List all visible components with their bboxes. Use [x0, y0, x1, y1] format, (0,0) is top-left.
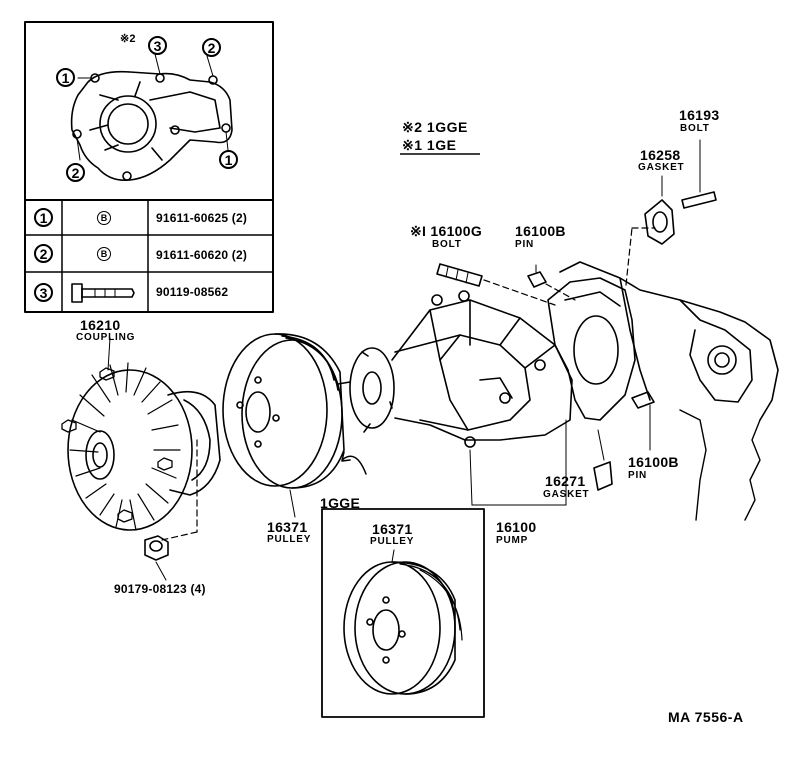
pulley-main-name: PULLEY	[267, 534, 312, 545]
alt-pulley-box	[321, 508, 485, 718]
stud-bolt	[436, 263, 556, 306]
stud-bolt-number: ※I 16100G	[410, 223, 483, 239]
pin-top-number: 16100B	[515, 223, 566, 239]
inset-pump-housing	[70, 53, 233, 182]
flange-nut	[144, 439, 198, 581]
coupling-name: COUPLING	[76, 332, 136, 343]
table-key-3: 3	[34, 283, 53, 302]
pin-right-number: 16100B	[628, 454, 679, 470]
inset-key-2-bottom: 2	[66, 163, 85, 182]
bolt-type-mark-2: B	[97, 247, 111, 261]
dowel-pin-right	[593, 391, 655, 491]
pump-number: 16100	[496, 519, 537, 535]
bolt-type-mark-1: B	[97, 211, 111, 225]
pin-top-name: PIN	[515, 239, 535, 250]
gasket-top-name: GASKET	[638, 162, 685, 173]
main-pulley	[222, 333, 367, 518]
inset-key-2-top: 2	[202, 38, 221, 57]
table-part-3: 90119-08562	[156, 285, 229, 299]
table-key-2: 2	[34, 244, 53, 263]
gasket-pump-name: GASKET	[543, 489, 590, 500]
outlet-gasket	[644, 175, 675, 245]
coupling-number: 16210	[80, 317, 121, 333]
inset-key-1-left: 1	[56, 68, 75, 87]
stud-bolt-name: BOLT	[432, 239, 462, 250]
water-pump	[337, 290, 573, 506]
pulley-alt-number: 16371	[372, 521, 413, 537]
table-key-1: 1	[34, 208, 53, 227]
bolt-top-number: 16193	[679, 107, 720, 123]
inset-key-3-top: 3	[148, 36, 167, 55]
inset-panel	[24, 21, 274, 313]
nut-part-number: 90179-08123 (4)	[114, 582, 206, 596]
pulley-alt-name: PULLEY	[370, 536, 415, 547]
engine-block	[559, 227, 779, 521]
table-part-1: 91611-60625 (2)	[156, 211, 248, 225]
pump-name: PUMP	[496, 535, 529, 546]
dowel-pin-top	[527, 264, 576, 301]
pin-right-name: PIN	[628, 470, 648, 481]
alt-variant-label: 1GGE	[320, 495, 361, 511]
flange-bolt-icon	[71, 283, 135, 303]
pump-gasket	[547, 277, 636, 421]
legend-line-1: ※2 1GGE	[402, 119, 468, 135]
fan-coupling	[61, 337, 221, 531]
pulley-main-number: 16371	[267, 519, 308, 535]
gasket-pump-number: 16271	[545, 473, 586, 489]
bolt-top-name: BOLT	[680, 123, 710, 134]
outlet-stud	[681, 139, 717, 209]
gasket-top-number: 16258	[640, 147, 681, 163]
inset-note-mark: ※2	[120, 33, 136, 45]
table-part-2: 91611-60620 (2)	[156, 248, 248, 262]
diagram-reference: MA 7556-A	[668, 709, 744, 725]
legend-line-2: ※1 1GE	[402, 137, 457, 153]
inset-key-1-right: 1	[219, 150, 238, 169]
legend-underline	[400, 153, 480, 155]
